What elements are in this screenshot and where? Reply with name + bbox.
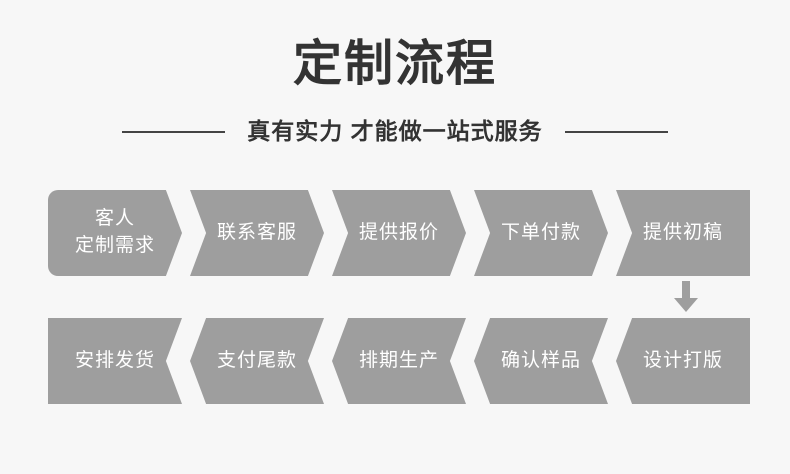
flow-step-2-label: 联系客服 bbox=[216, 221, 297, 243]
flow-step-3[interactable]: 提供报价 bbox=[332, 190, 466, 276]
flow-step-1-label: 客人 定制需求 bbox=[74, 208, 155, 256]
flow-step-1[interactable]: 客人 定制需求 bbox=[48, 190, 182, 276]
flow-step-10-label: 安排发货 bbox=[74, 349, 155, 371]
page-subtitle: 真有实力 才能做一站式服务 bbox=[247, 118, 543, 144]
flow-step-10[interactable]: 安排发货 bbox=[48, 318, 182, 404]
flow-step-3-label: 提供报价 bbox=[358, 221, 439, 243]
subtitle-rule-left bbox=[122, 130, 226, 133]
flow-step-5[interactable]: 提供初稿 bbox=[616, 190, 750, 276]
subtitle-rule-right bbox=[564, 130, 668, 133]
flow-step-4[interactable]: 下单付款 bbox=[474, 190, 608, 276]
flow-step-7-label: 确认样品 bbox=[500, 349, 581, 371]
flow-step-9-label: 支付尾款 bbox=[216, 349, 297, 371]
arrow-down-icon bbox=[672, 281, 700, 313]
flow-step-5-label: 提供初稿 bbox=[642, 221, 723, 243]
flow-step-6-label: 设计打版 bbox=[642, 349, 723, 371]
subtitle-row: 真有实力 才能做一站式服务 bbox=[0, 118, 790, 146]
flow-step-8-label: 排期生产 bbox=[358, 349, 439, 371]
flow-step-6[interactable]: 设计打版 bbox=[616, 318, 750, 404]
flow-row-1: 客人 定制需求 联系客服 提供报价 下单付款 提供初稿 bbox=[48, 190, 750, 276]
flow-row-2: 安排发货 支付尾款 排期生产 确认样品 设计打版 bbox=[48, 318, 750, 404]
flow-step-8[interactable]: 排期生产 bbox=[332, 318, 466, 404]
flow-step-2[interactable]: 联系客服 bbox=[190, 190, 324, 276]
flow-step-7[interactable]: 确认样品 bbox=[474, 318, 608, 404]
page-title: 定制流程 bbox=[292, 37, 497, 91]
flow-step-4-label: 下单付款 bbox=[500, 221, 581, 243]
flow-step-9[interactable]: 支付尾款 bbox=[190, 318, 324, 404]
